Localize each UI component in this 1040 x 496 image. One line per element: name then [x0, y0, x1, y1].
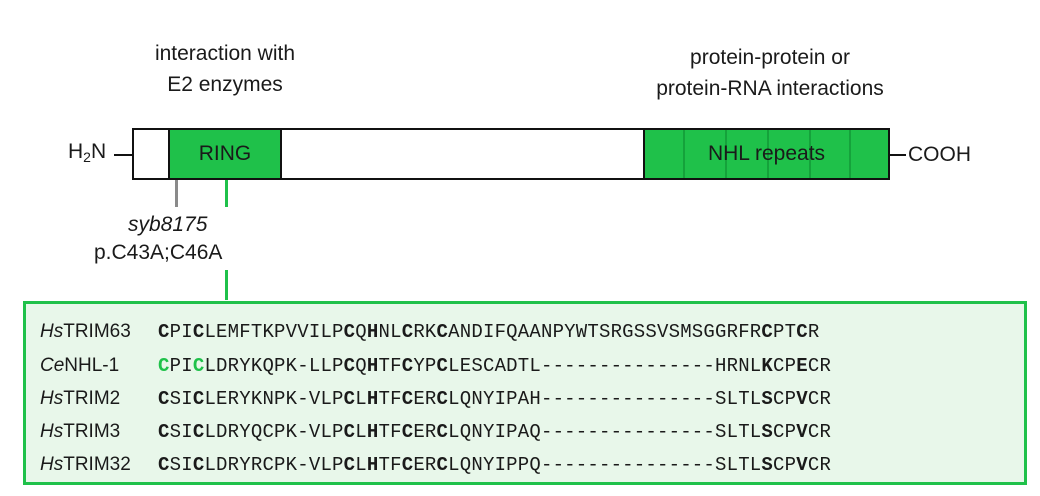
species-prefix: Ce	[40, 355, 65, 376]
conserved-residue: C	[343, 388, 356, 410]
protein-name: TRIM2	[63, 388, 121, 409]
conserved-residue: S	[761, 454, 774, 476]
sequence-name: HsTRIM63	[40, 321, 160, 343]
conserved-residue: C	[401, 454, 414, 476]
ring-domain-label: RING	[198, 142, 252, 165]
conserved-residue: C	[436, 454, 449, 476]
c-terminus-connector	[890, 154, 906, 156]
nhl-repeats-domain: NHL repeats	[643, 128, 890, 180]
conserved-residue: H	[366, 388, 379, 410]
conserved-residue: V	[796, 454, 808, 476]
conserved-residue: K	[761, 355, 774, 377]
nhl-repeats-label: NHL repeats	[707, 142, 826, 165]
protein-name: TRIM63	[63, 321, 131, 342]
species-prefix: Hs	[40, 321, 64, 342]
sequence-name: CeNHL-1	[40, 355, 160, 377]
conserved-residue: H	[366, 421, 379, 443]
annotation-protein-interactions: protein-protein or protein-RNA interacti…	[610, 42, 930, 104]
ring-position-marker	[225, 180, 228, 207]
conserved-residue: V	[796, 388, 808, 410]
conserved-residue: C	[343, 355, 356, 377]
conserved-residue: C	[343, 421, 356, 443]
conserved-residue: H	[366, 454, 379, 476]
n-terminus-n: N	[90, 140, 107, 163]
conserved-residue: C	[158, 355, 170, 377]
sequence-residues: CSICLDRYQCPK-VLPCLHTFCERCLQNYIPAQ-------…	[158, 421, 832, 443]
conserved-residue: E	[796, 355, 808, 377]
sequence-name: HsTRIM3	[40, 421, 160, 443]
species-prefix: Hs	[40, 421, 64, 442]
n-terminus-connector	[114, 154, 132, 156]
conserved-residue: V	[796, 421, 808, 443]
conserved-residue: C	[192, 388, 205, 410]
species-prefix: Hs	[40, 454, 64, 475]
c-terminus-label: COOH	[908, 143, 971, 166]
species-prefix: Hs	[40, 388, 64, 409]
conserved-residue: C	[436, 388, 449, 410]
conserved-residue: C	[401, 421, 414, 443]
sequence-residues: CPICLDRYKQPK-LLPCQHTFCYPCLESCADTL-------…	[158, 355, 832, 377]
sequence-name: HsTRIM32	[40, 454, 160, 476]
nhl-repeat-divider	[849, 130, 851, 178]
conserved-residue: C	[158, 454, 170, 476]
nhl-repeat-divider	[809, 130, 811, 178]
conserved-residue: C	[192, 454, 205, 476]
allele-position-marker	[175, 180, 178, 207]
conserved-residue: C	[436, 321, 449, 343]
conserved-residue: C	[343, 321, 356, 343]
conserved-residue: C	[192, 421, 205, 443]
sequence-residues: CPICLEMFTKPVVILPCQHNLCRKCANDIFQAANPYWTSR…	[158, 321, 820, 343]
annotation-line: protein-RNA interactions	[656, 77, 884, 100]
annotation-line: protein-protein or	[690, 46, 850, 69]
protein-name: TRIM3	[63, 421, 121, 442]
conserved-residue: C	[761, 321, 774, 343]
sequence-name: HsTRIM2	[40, 388, 160, 410]
conserved-residue: C	[158, 388, 170, 410]
allele-name: syb8175	[128, 213, 208, 236]
conserved-residue: S	[761, 388, 774, 410]
sequence-residues: CSICLERYKNPK-VLPCLHTFCERCLQNYIPAH-------…	[158, 388, 832, 410]
allele-mutation: p.C43A;C46A	[94, 241, 223, 264]
sequence-alignment-panel: HsTRIM63 CPICLEMFTKPVVILPCQHNLCRKCANDIFQ…	[23, 301, 1027, 485]
alignment-connector	[225, 270, 228, 300]
conserved-residue: H	[366, 321, 379, 343]
conserved-residue: C	[343, 454, 356, 476]
protein-name: NHL-1	[64, 355, 120, 376]
annotation-line: E2 enzymes	[167, 73, 283, 96]
conserved-residue: C	[796, 321, 808, 343]
conserved-residue: C	[192, 321, 205, 343]
conserved-residue: C	[158, 321, 170, 343]
conserved-residue: C	[436, 421, 449, 443]
n-terminus-subscript: 2	[83, 149, 91, 165]
conserved-residue: C	[436, 355, 449, 377]
nhl-repeat-divider	[725, 130, 727, 178]
ring-domain: RING	[168, 128, 282, 180]
protein-name: TRIM32	[63, 454, 131, 475]
conserved-residue: C	[158, 421, 170, 443]
conserved-residue: S	[761, 421, 774, 443]
n-terminus-h: H	[68, 140, 84, 163]
conserved-residue: C	[401, 355, 414, 377]
conserved-residue: C	[192, 355, 205, 377]
conserved-residue: H	[366, 355, 379, 377]
conserved-residue: C	[401, 321, 414, 343]
annotation-line: interaction with	[154, 42, 296, 65]
nhl-repeat-divider	[683, 130, 685, 178]
conserved-residue: C	[401, 388, 414, 410]
sequence-residues: CSICLDRYRCPK-VLPCLHTFCERCLQNYIPPQ-------…	[158, 454, 832, 476]
nhl-repeat-divider	[767, 130, 769, 178]
annotation-e2-interaction: interaction with E2 enzymes	[120, 38, 330, 100]
